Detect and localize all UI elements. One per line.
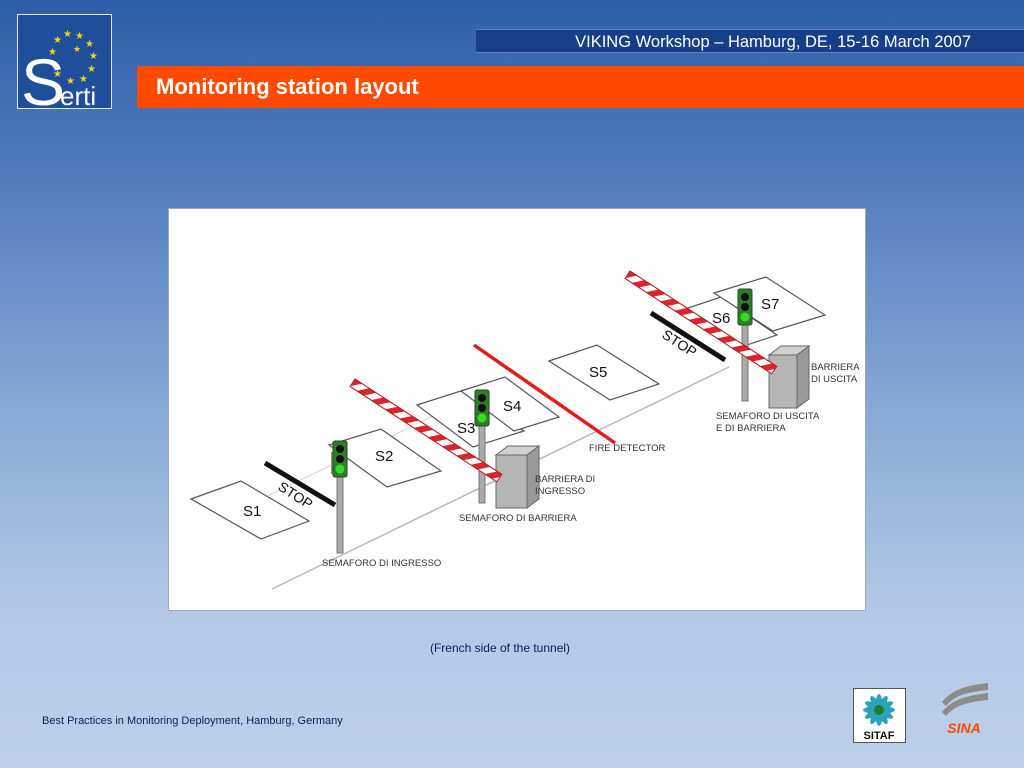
footer-text: Best Practices in Monitoring Deployment,… [42, 715, 343, 727]
diagram-caption: (French side of the tunnel) [429, 641, 571, 655]
station-label-s6: S6 [712, 310, 730, 327]
sina-wordmark: SINA [947, 720, 980, 736]
svg-text:★: ★ [87, 64, 96, 75]
label-exit-light-2: E DI BARRIERA [716, 423, 786, 434]
sitaf-logo: SITAF [853, 688, 906, 748]
exit-traffic-light [737, 288, 753, 402]
slide-title: Monitoring station layout [156, 74, 419, 99]
label-entry-barrier-1: BARRIERA DI [535, 474, 595, 485]
svg-text:★: ★ [53, 69, 62, 80]
event-banner: VIKING Workshop – Hamburg, DE, 15-16 Mar… [476, 29, 1024, 53]
svg-text:★: ★ [85, 39, 94, 50]
logo-word: erti [60, 81, 96, 110]
stop-line-exit [649, 310, 727, 363]
svg-text:★: ★ [89, 51, 98, 62]
stop-line-entry [263, 460, 337, 508]
station-label-s5: S5 [589, 364, 607, 381]
svg-text:★: ★ [53, 35, 62, 46]
station-pad-s2 [327, 428, 443, 488]
eu-stars: ★ ★ ★ ★ ★ ★ ★ ★ ★ ★ ★ [48, 29, 98, 87]
station-label-s3: S3 [457, 420, 475, 437]
svg-text:★: ★ [66, 76, 75, 87]
svg-text:★: ★ [73, 44, 81, 54]
svg-text:★: ★ [75, 31, 84, 42]
station-pad-s3 [415, 388, 526, 448]
label-entry-light: SEMAFORO DI INGRESSO [322, 558, 441, 569]
station-layout-diagram: S1 S2 S3 S4 S5 S6 S7 STOP STOP [168, 208, 866, 611]
svg-text:★: ★ [63, 29, 72, 40]
title-bar: Monitoring station layout [137, 66, 1024, 108]
fire-detector-line [473, 343, 616, 445]
barrier-traffic-light [474, 389, 490, 504]
station-label-s4: S4 [503, 398, 521, 415]
label-exit-barrier-2: DI USCITA [811, 374, 858, 385]
station-pad-s5 [547, 344, 661, 401]
station-label-s7: S7 [761, 296, 779, 313]
sina-logo: SINA [936, 680, 994, 743]
label-exit-barrier-1: BARRIERA [811, 362, 860, 373]
sitaf-wordmark: SITAF [864, 730, 895, 742]
label-barrier-light: SEMAFORO DI BARRIERA [459, 513, 577, 524]
label-fire-detector: FIRE DETECTOR [589, 443, 665, 454]
label-entry-barrier-2: INGRESSO [535, 486, 585, 497]
entry-barrier-box [494, 445, 541, 509]
label-exit-light-1: SEMAFORO DI USCITA [716, 411, 820, 422]
station-label-s2: S2 [375, 448, 393, 465]
station-label-s1: S1 [243, 503, 261, 520]
station-pad-s1 [189, 480, 311, 540]
logo-letter: S [21, 45, 65, 110]
sina-stripes-icon [942, 683, 988, 716]
serti-logo: ★ ★ ★ ★ ★ ★ ★ ★ ★ ★ ★ S erti [17, 14, 112, 110]
exit-barrier-arm [624, 270, 778, 375]
svg-text:★: ★ [79, 74, 88, 85]
entry-traffic-light [331, 440, 348, 554]
exit-barrier-box [767, 345, 811, 409]
svg-text:★: ★ [48, 47, 57, 58]
entry-barrier-arm [349, 378, 503, 483]
